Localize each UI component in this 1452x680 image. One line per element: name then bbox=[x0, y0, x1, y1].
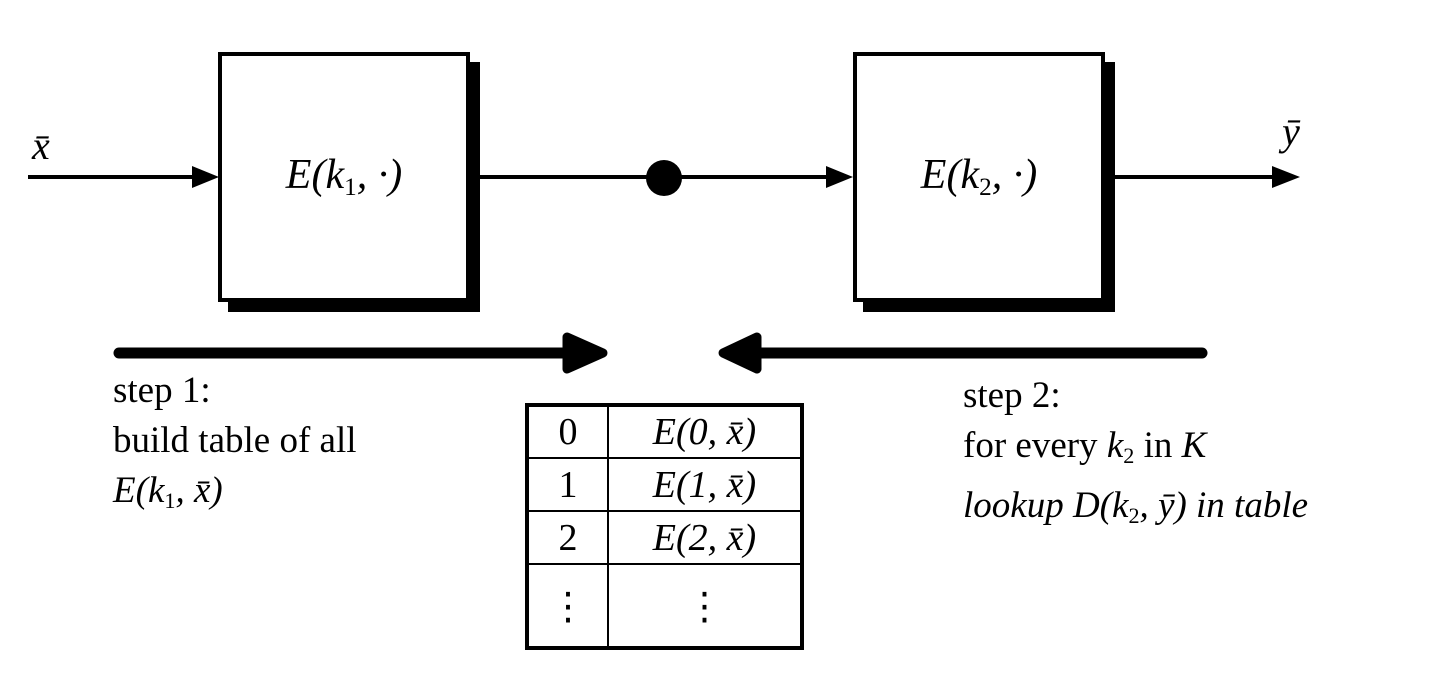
arrowhead-icon bbox=[826, 166, 853, 188]
table-row: 2 E(2, x̄) bbox=[526, 510, 803, 565]
step1-line1: step 1: bbox=[113, 370, 211, 411]
table-row: 0 E(0, x̄) bbox=[526, 404, 803, 459]
lookup-table: 0 E(0, x̄) 1 E(1, x̄) 2 E(2, x̄) ⋮ ⋮ bbox=[525, 403, 804, 650]
output-label-ybar: ȳ bbox=[1282, 109, 1300, 154]
stage2-label: E(k2, ·) bbox=[920, 152, 1038, 202]
step1-thick-arrow bbox=[113, 332, 608, 374]
step1-line2: build table of all bbox=[113, 420, 357, 461]
stage1-label: E(k1, ·) bbox=[285, 152, 403, 202]
step1-formula: E(k1, x̄) bbox=[113, 470, 223, 514]
table-row-ellipsis: ⋮ ⋮ bbox=[526, 563, 803, 649]
arrowhead-icon bbox=[718, 332, 762, 374]
arrowhead-icon bbox=[562, 332, 608, 374]
table-key-cell: 2 bbox=[526, 510, 609, 565]
table-row: 1 E(1, x̄) bbox=[526, 457, 803, 512]
table-value-cell: E(0, x̄) bbox=[607, 404, 803, 459]
arrowhead-icon bbox=[192, 166, 219, 188]
step2-line3: lookup D(k2, ȳ) in table bbox=[963, 485, 1309, 529]
middle-arrow bbox=[470, 160, 853, 196]
table-key-cell: 0 bbox=[526, 404, 609, 459]
junction-dot-icon bbox=[646, 160, 682, 196]
cipher-box-stage2: E(k2, ·) bbox=[853, 52, 1105, 302]
table-value-cell-ellipsis: ⋮ bbox=[607, 563, 803, 649]
table-key-cell-ellipsis: ⋮ bbox=[526, 563, 609, 649]
table-value-cell: E(1, x̄) bbox=[607, 457, 803, 512]
step2-annotation: step 2: for every k2 in K lookup D(k2, ȳ… bbox=[963, 371, 1308, 541]
step2-line2: for every k2 in K bbox=[963, 425, 1207, 469]
step2-thick-arrow bbox=[718, 332, 1208, 374]
output-arrow bbox=[1105, 166, 1300, 188]
input-label-xbar: x̄ bbox=[32, 123, 50, 168]
input-arrow bbox=[28, 166, 219, 188]
cipher-box-stage1: E(k1, ·) bbox=[218, 52, 470, 302]
table-key-cell: 1 bbox=[526, 457, 609, 512]
arrowhead-icon bbox=[1272, 166, 1300, 188]
step2-line1: step 2: bbox=[963, 375, 1061, 416]
step1-annotation: step 1: build table of all E(k1, x̄) bbox=[113, 366, 357, 526]
keyspace-symbol: K bbox=[1181, 425, 1207, 466]
table-value-cell: E(2, x̄) bbox=[607, 510, 803, 565]
